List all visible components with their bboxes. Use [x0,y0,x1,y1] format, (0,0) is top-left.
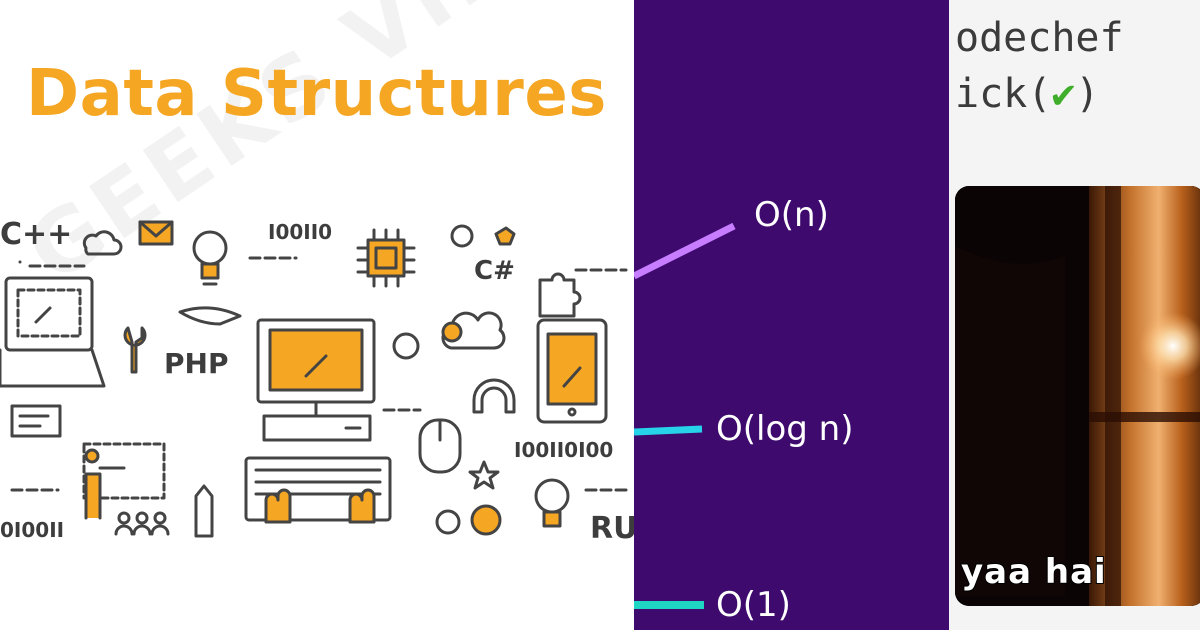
lightbulb-icon [192,230,228,286]
code-line-2-text: ick( [955,71,1052,117]
data-structures-panel: GEEKS VIDYA Data Structures [0,0,634,546]
gear-icon-bottom [435,509,461,535]
cpp-label: C++ [0,217,73,252]
headphones-icon [472,378,516,414]
meme-panel: odechef ick(✔) [949,0,1200,630]
meme-image [955,186,1200,606]
check-mark-icon: ✔ [1051,71,1076,117]
csharp-label: C# [474,256,515,286]
monitor-icon [256,318,376,442]
mail-icon [138,220,174,246]
line-o-log-n [634,425,703,436]
gear-icon-bottom-orange [470,504,502,536]
hand-icon [178,306,242,326]
code-line-2-close: ) [1075,71,1100,117]
pencil-icon [194,484,214,538]
php-label: PHP [164,347,229,380]
person-presenting-icon [82,442,166,520]
lightbulb-small-icon [392,332,420,360]
pentagon-icon [494,226,516,246]
cloud-icon [82,230,123,256]
tablet-icon [536,318,608,424]
complexity-panel: O(n) O(log n) O(1) [634,0,949,630]
label-o-n: O(n) [754,195,829,235]
label-o-1: O(1) [716,585,791,625]
binary-label-1: I00II0 [268,220,333,244]
brain-icon [441,311,506,350]
label-o-log-n: O(log n) [716,409,854,449]
code-line-1: odechef [955,15,1124,61]
line-o-n [634,222,736,280]
people-icon [114,511,170,536]
gear-icon-orange [441,321,463,343]
code-line-2: ick(✔) [955,74,1100,114]
mouse-icon [418,418,462,474]
puzzle-icon [538,272,582,318]
lightbulb-bottom-icon [534,478,570,528]
binary-label-3: 0I00II [0,518,65,542]
meme-photo [955,186,1200,606]
chip-icon [356,228,416,288]
gear-icon [450,224,474,248]
chat-icon [10,404,62,438]
ru-label: RU [590,511,634,546]
laptop-icon [0,276,106,388]
purple-background [634,0,949,630]
meme-caption: yaa hai [960,551,1107,593]
keyboard-icon [244,456,392,524]
star-icon [468,460,500,490]
page-title: Data Structures [26,57,607,131]
binary-label-2: I00II0I00 [514,438,614,462]
complexity-lines [634,0,949,630]
wrench-icon [123,326,147,374]
tech-illustration [0,220,632,538]
